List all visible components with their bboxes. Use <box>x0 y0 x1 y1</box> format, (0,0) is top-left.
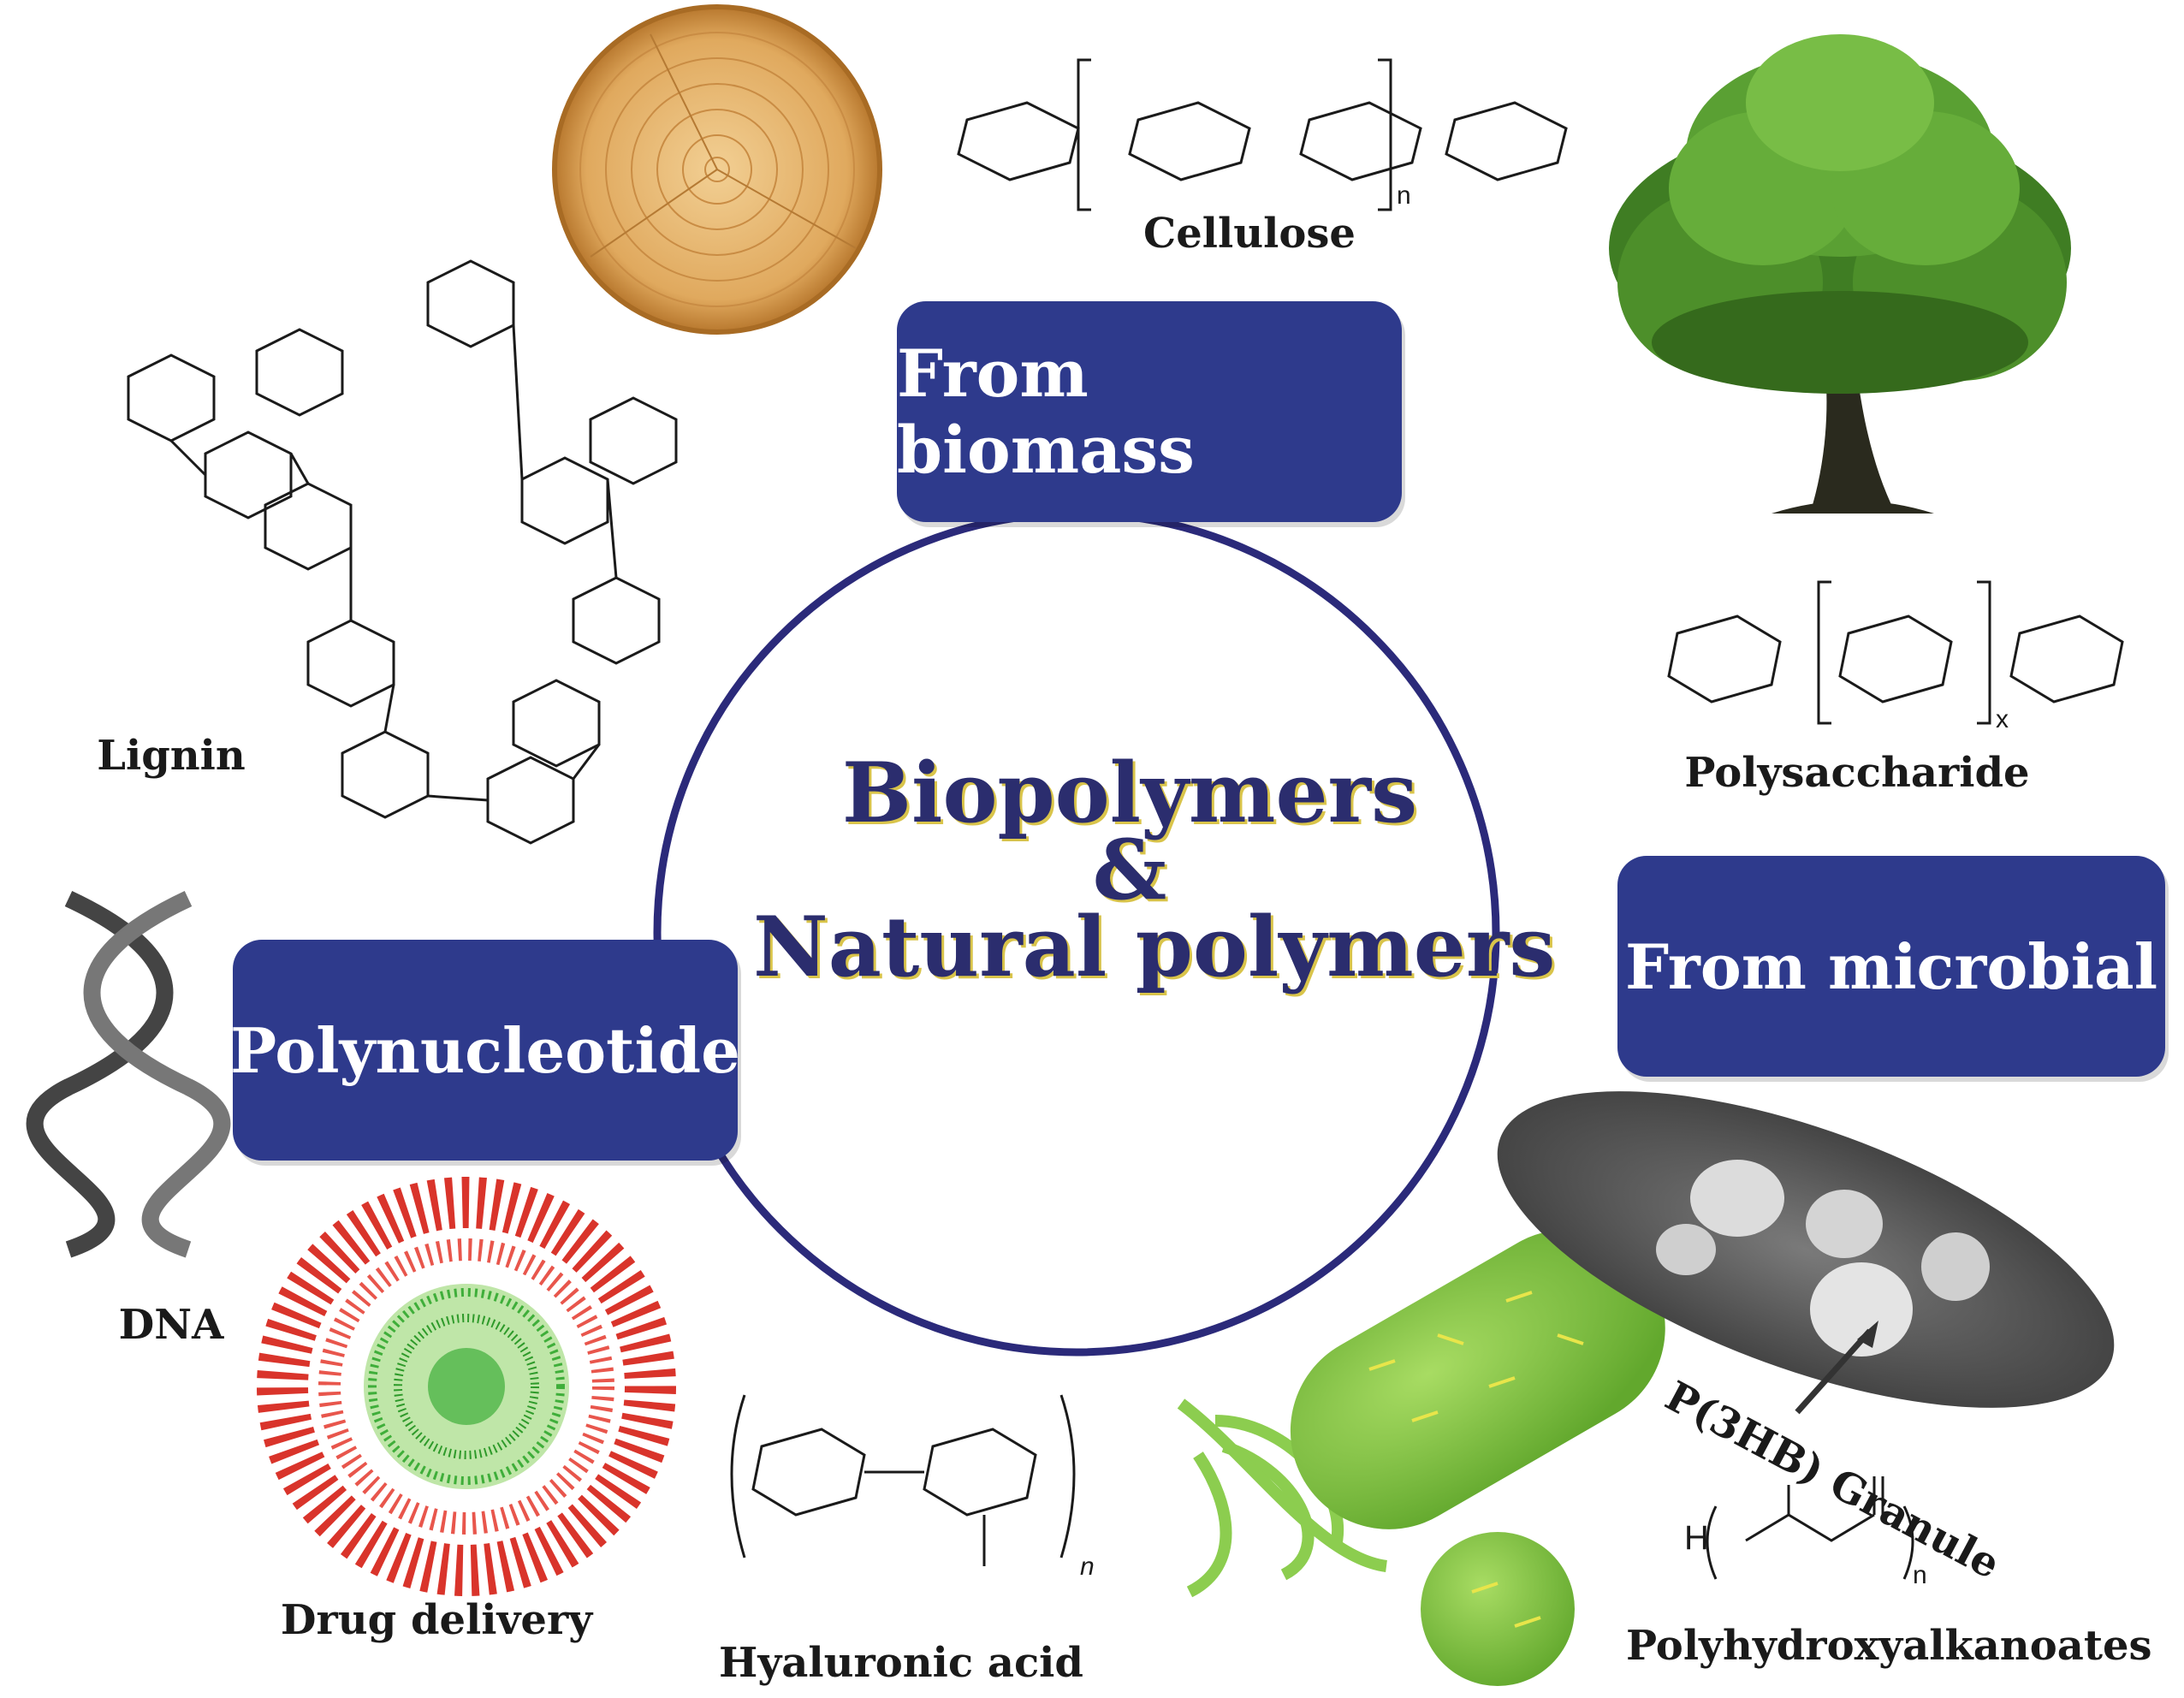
category-from-microbial: From microbial <box>1617 856 2165 1077</box>
center-title-line-3: Natural polymers <box>753 899 1556 995</box>
category-from-microbial-label: From microbial <box>1624 929 2158 1003</box>
hyaluronic-acid-structure: n <box>730 1394 1095 1581</box>
cellulose-structure: n <box>957 58 1568 211</box>
drug-delivery-micelle-icon <box>257 1177 676 1596</box>
category-from-biomass-label: From biomass <box>897 335 1195 488</box>
label-cellulose: Cellulose <box>1143 210 1356 258</box>
bacteria-icon <box>1177 1229 1665 1686</box>
svg-text:H: H <box>1684 1519 1709 1557</box>
svg-text:n: n <box>1913 1561 1927 1589</box>
center-title-ampersand: & <box>1092 822 1167 918</box>
center-title-line-1: Biopolymers <box>841 745 1418 841</box>
tree-icon <box>1609 34 2071 514</box>
category-polynucleotide: Polynucleotide <box>230 940 740 1161</box>
lignin-structure <box>127 259 678 845</box>
label-lignin: Lignin <box>97 732 246 780</box>
svg-text:x: x <box>1996 705 2009 733</box>
label-polysaccharide: Polysaccharide <box>1684 749 2030 797</box>
svg-text:n: n <box>1080 1553 1095 1581</box>
pha-structure: H n <box>1684 1476 1927 1589</box>
polysaccharide-structure: x <box>1667 580 2124 733</box>
label-polyhydroxyalkanoates: Polyhydroxyalkanoates <box>1626 1622 2152 1670</box>
dna-helix-icon <box>26 890 231 1258</box>
label-hyaluronic-acid: Hyaluronic acid <box>719 1639 1083 1687</box>
category-from-biomass: From biomass <box>897 301 1402 522</box>
bacterial-cell-micrograph-icon <box>1497 1091 2115 1415</box>
wood-slice-icon <box>552 4 882 335</box>
label-drug-delivery: Drug delivery <box>280 1596 593 1644</box>
label-dna: DNA <box>118 1301 224 1349</box>
category-polynucleotide-label: Polynucleotide <box>230 1013 740 1087</box>
svg-text:n: n <box>1397 181 1411 210</box>
